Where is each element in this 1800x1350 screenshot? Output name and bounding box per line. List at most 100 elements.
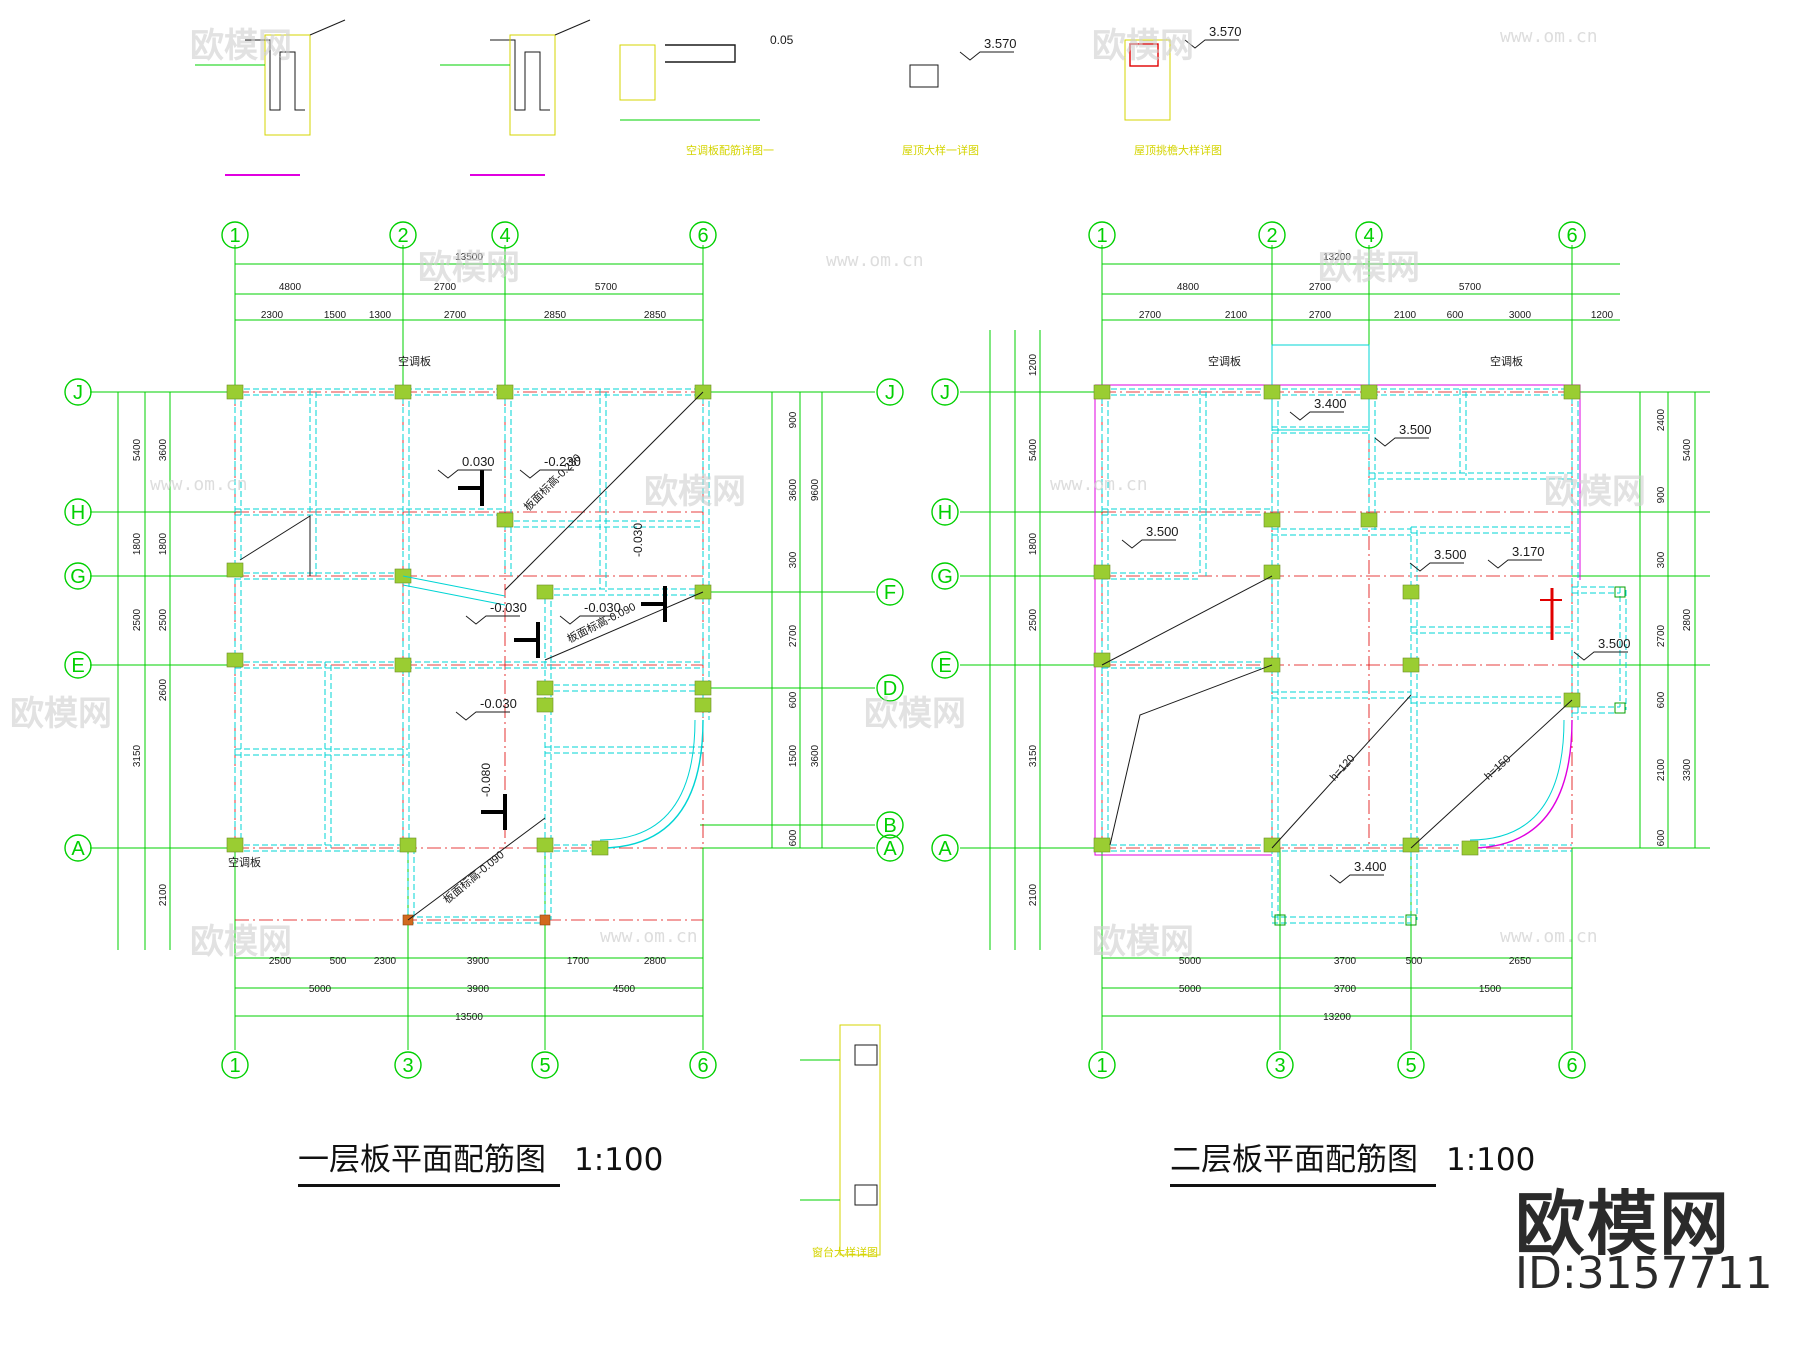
- p1-elevation-2-symbol: [465, 615, 520, 625]
- p2-dim-bot-sub-1: 3700: [1334, 956, 1357, 967]
- brand-logo-text: 欧模网: [1515, 1183, 1731, 1265]
- p2-dim-top-total: 13200: [1323, 252, 1351, 263]
- p2-axis-top-2: [1355, 221, 1383, 249]
- plan-one-title-underline: [298, 1184, 560, 1187]
- p1-column-18: [591, 840, 609, 856]
- p2-dim-top-sub-4: 600: [1447, 310, 1464, 321]
- p2-dim-right-sub-5: 2100: [1656, 758, 1667, 781]
- p1-axis-right-2-label: D: [883, 678, 897, 700]
- p2-elevation-5-symbol: [1573, 651, 1628, 661]
- p1-column-12: [694, 680, 712, 696]
- p1-column-14: [694, 697, 712, 713]
- p2-dim-right-sub-1: 900: [1656, 486, 1667, 503]
- p1-dim-top-sub-4: 2850: [544, 310, 567, 321]
- p1-axis-bottom-3-label: 6: [697, 1055, 708, 1077]
- p2-axis-left-0: [931, 378, 959, 406]
- p1-column-7: [536, 584, 554, 600]
- detail-sill-top: [854, 1044, 878, 1066]
- p2-axis-top-0-label: 1: [1096, 225, 1107, 247]
- p1-column-10: [394, 657, 412, 673]
- p2-axis-left-1: [931, 498, 959, 526]
- p1-axis-left-1-label: H: [71, 502, 85, 524]
- p2-dim-bot-total: 13200: [1323, 1012, 1351, 1023]
- detail-elevation-2: 3.570: [1209, 24, 1242, 39]
- plan-one-title-text: 一层板平面配筋图: [298, 1142, 546, 1178]
- p1-axis-left-4: [64, 834, 92, 862]
- p1-dim-top-sub-0: 2300: [261, 310, 284, 321]
- p1-dim-bot-sub-3: 3900: [467, 956, 490, 967]
- p1-axis-right-0: [876, 378, 904, 406]
- p2-elevation-3: 3.500: [1434, 547, 1467, 562]
- p1-dim-bot-sub-2: 2300: [374, 956, 397, 967]
- p1-dim-top-seg-0: 4800: [279, 282, 302, 293]
- p2-column-5: [1360, 512, 1378, 528]
- detail-elevation-3: 0.05: [770, 33, 794, 47]
- plan-two-title-text: 二层板平面配筋图: [1170, 1142, 1418, 1178]
- p1-axis-left-4-label: A: [71, 838, 85, 860]
- p2-axis-bottom-3-label: 6: [1566, 1055, 1577, 1077]
- p1-axis-right-3-label: B: [883, 815, 896, 837]
- p1-dim-bot-sub-4: 1700: [567, 956, 590, 967]
- p1-axis-bottom-2-label: 5: [539, 1055, 550, 1077]
- p2-dim-left-sub-1: 5400: [1028, 438, 1039, 461]
- p1-corner-column-1: [539, 914, 551, 926]
- p1-axis-left-3-label: E: [71, 655, 84, 677]
- p2-note-thickness-2: h=150: [1482, 753, 1513, 783]
- p2-dim-right-seg-0: 5400: [1682, 438, 1693, 461]
- detail-caption-3: 屋顶挑檐大样详图: [1134, 145, 1222, 157]
- p2-dim-bot-seg-0: 5000: [1179, 984, 1202, 995]
- p2-outline: [1094, 384, 1581, 856]
- p2-elevation-0-symbol: [1289, 411, 1344, 421]
- p1-dim-left-seg-0: 5400: [132, 438, 143, 461]
- p2-note-ac-1: 空调板: [1208, 354, 1241, 368]
- p1-column-2: [496, 384, 514, 400]
- p1-axis-bottom-0: [221, 1051, 249, 1079]
- p2-column-15: [1402, 837, 1420, 853]
- p1-dim-left-seg-3: 3150: [132, 744, 143, 767]
- p1-axis-right-4: [876, 834, 904, 862]
- p1-column-11: [536, 680, 554, 696]
- p1-column-5: [226, 562, 244, 578]
- p1-axis-right-3: [876, 811, 904, 839]
- p1-dim-right-sub-2: 300: [788, 551, 799, 568]
- p1-dim-left-sub-4: 2100: [158, 883, 169, 906]
- detail-caption-4: 窗台大样详图: [812, 1247, 878, 1259]
- p1-column-13: [536, 697, 554, 713]
- p1-column-1: [394, 384, 412, 400]
- p1-axis-bottom-3: [689, 1051, 717, 1079]
- p2-column-16: [1461, 840, 1479, 856]
- detail-u-leader-0: [309, 19, 346, 36]
- p2-dim-right-sub-3: 2700: [1656, 624, 1667, 647]
- detail-sill-bottom: [854, 1184, 878, 1206]
- p2-slab-diag-1: [1101, 575, 1273, 666]
- p1-note-ac-1: 空调板: [398, 354, 431, 368]
- p1-slope-beam-1: [402, 575, 506, 597]
- p1-slab-diag-3: [407, 817, 546, 921]
- p2-dim-top-seg-1: 2700: [1309, 282, 1332, 293]
- p1-axis-top-1-label: 2: [397, 225, 408, 247]
- p1-dim-bot-seg-0: 5000: [309, 984, 332, 995]
- p2-dim-top-seg-2: 5700: [1459, 282, 1482, 293]
- p1-dim-right-sub-1: 3600: [788, 478, 799, 501]
- brand-id: ID:3157711: [1515, 1248, 1773, 1299]
- p1-axis-top-1: [389, 221, 417, 249]
- p1-slab-diag-4: [239, 515, 311, 576]
- detail-eave-2-box: [1124, 39, 1171, 121]
- detail-elevation-2-symbol: [1184, 39, 1239, 49]
- p1-dim-bot-sub-0: 2500: [269, 956, 292, 967]
- p1-axis-bottom-2: [531, 1051, 559, 1079]
- p2-column-3: [1563, 384, 1581, 400]
- p1-dim-right-seg-1: 3600: [810, 744, 821, 767]
- p2-elevation-2-symbol: [1121, 539, 1176, 549]
- p2-dim-top-sub-0: 2700: [1139, 310, 1162, 321]
- p1-curved-wall-inner: [599, 719, 696, 841]
- detail-u-box-1: [509, 34, 556, 136]
- p1-dim-left-sub-1: 1800: [158, 532, 169, 555]
- p2-elevation-2: 3.500: [1146, 524, 1179, 539]
- p1-dim-left-sub-2: 2500: [158, 608, 169, 631]
- detail-elevation-1-symbol: [959, 51, 1014, 61]
- p1-axis-left-0-label: J: [73, 382, 83, 404]
